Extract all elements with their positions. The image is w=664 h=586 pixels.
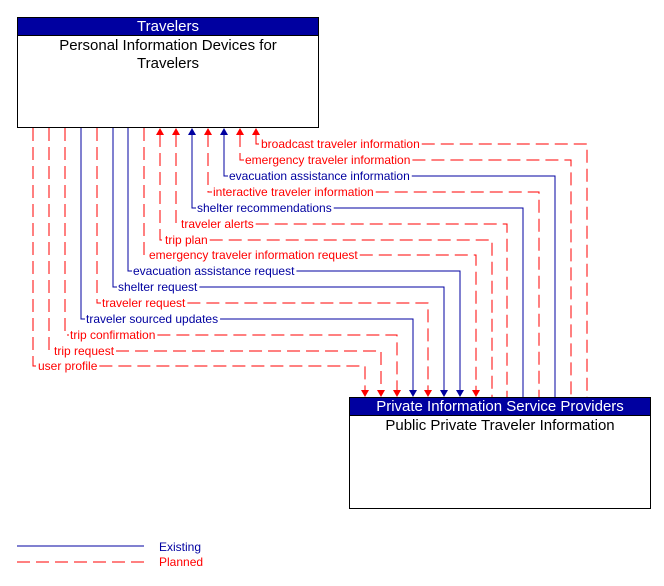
flow-label: evacuation assistance request xyxy=(133,264,295,278)
arrow-down-icon xyxy=(377,390,385,397)
flow-broadcast-traveler-information[interactable]: broadcast traveler information xyxy=(252,128,588,397)
flow-label: shelter request xyxy=(118,280,198,294)
arrow-up-icon xyxy=(220,128,228,135)
flow-label: traveler alerts xyxy=(181,217,254,231)
flow-label: evacuation assistance information xyxy=(229,169,410,183)
arrow-down-icon xyxy=(361,390,369,397)
travelers-box[interactable]: Travelers Personal Information Devices f… xyxy=(17,17,319,128)
flow-label: broadcast traveler information xyxy=(261,137,420,151)
arrow-up-icon xyxy=(188,128,196,135)
arrow-down-icon xyxy=(424,390,432,397)
flow-interactive-traveler-information[interactable]: interactive traveler information xyxy=(204,128,540,397)
flow-traveler-request[interactable]: traveler request xyxy=(96,128,432,397)
arrow-up-icon xyxy=(236,128,244,135)
flow-evacuation-assistance-information[interactable]: evacuation assistance information xyxy=(220,128,556,397)
flow-trip-confirmation[interactable]: trip confirmation xyxy=(64,128,401,397)
flow-emergency-traveler-information[interactable]: emergency traveler information xyxy=(236,128,572,397)
flow-evacuation-assistance-request[interactable]: evacuation assistance request xyxy=(127,128,464,397)
arrow-up-icon xyxy=(156,128,164,135)
flow-label: emergency traveler information request xyxy=(149,248,358,262)
arrow-down-icon xyxy=(440,390,448,397)
legend-planned-label: Planned xyxy=(159,555,204,569)
flow-label: traveler sourced updates xyxy=(86,312,218,326)
arrow-down-icon xyxy=(393,390,401,397)
flow-label: trip confirmation xyxy=(70,328,155,342)
flow-label: trip plan xyxy=(165,233,208,247)
arrow-up-icon xyxy=(204,128,212,135)
flow-label: interactive traveler information xyxy=(213,185,374,199)
arrow-up-icon xyxy=(172,128,180,135)
flow-user-profile[interactable]: user profile xyxy=(32,128,369,397)
arrow-down-icon xyxy=(409,390,417,397)
flow-traveler-sourced-updates[interactable]: traveler sourced updates xyxy=(80,128,417,397)
flow-label: emergency traveler information xyxy=(245,153,410,167)
flow-shelter-request[interactable]: shelter request xyxy=(112,128,448,397)
travelers-box-header: Travelers xyxy=(18,18,318,36)
flow-shelter-recommendations[interactable]: shelter recommendations xyxy=(188,128,524,397)
flow-traveler-alerts[interactable]: traveler alerts xyxy=(172,128,508,397)
arrow-down-icon xyxy=(472,390,480,397)
legend-existing-label: Existing xyxy=(159,540,202,554)
flow-label: trip request xyxy=(54,344,115,358)
flow-label: shelter recommendations xyxy=(197,201,332,215)
provider-box-header: Private Information Service Providers xyxy=(350,398,650,416)
provider-box[interactable]: Private Information Service Providers Pu… xyxy=(349,397,651,509)
arrow-down-icon xyxy=(456,390,464,397)
flow-label: user profile xyxy=(38,359,98,373)
flow-label: traveler request xyxy=(102,296,186,310)
flow-emergency-traveler-information-request[interactable]: emergency traveler information request xyxy=(143,128,480,397)
travelers-box-title: Personal Information Devices for Travele… xyxy=(59,37,277,72)
flow-trip-plan[interactable]: trip plan xyxy=(156,128,493,397)
flow-trip-request[interactable]: trip request xyxy=(48,128,385,397)
provider-box-title: Public Private Traveler Information xyxy=(385,417,615,434)
arrow-up-icon xyxy=(252,128,260,135)
